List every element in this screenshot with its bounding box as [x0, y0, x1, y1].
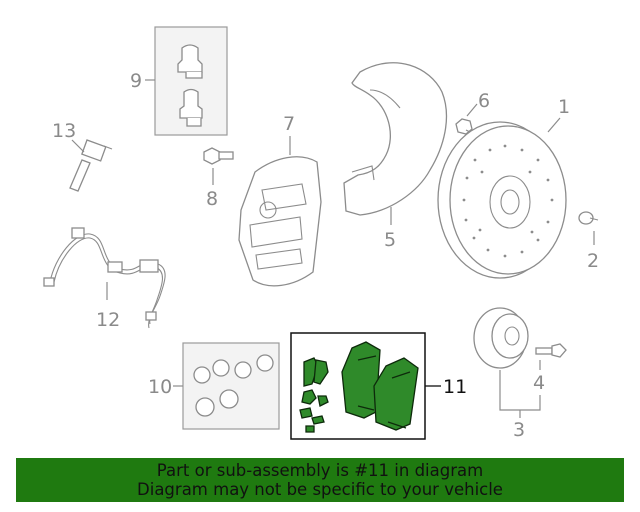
part-11-brake-pads[interactable]	[299, 341, 419, 433]
banner-line-2: Diagram may not be specific to your vehi…	[137, 480, 503, 499]
part-9-fittings[interactable]	[177, 44, 203, 127]
part-4-bolt[interactable]	[535, 343, 567, 358]
part-12-harness[interactable]	[43, 227, 166, 329]
part-3-hub[interactable]	[473, 307, 529, 369]
callout-2: 2	[587, 250, 599, 272]
callout-7: 7	[283, 113, 295, 135]
part-8-bolt[interactable]	[203, 147, 234, 165]
part-13-wear-sensor[interactable]	[69, 139, 113, 192]
banner-line-1: Part or sub-assembly is #11 in diagram	[156, 461, 484, 480]
part-7-caliper[interactable]	[238, 156, 322, 287]
callout-8: 8	[206, 188, 218, 210]
callout-13: 13	[52, 120, 76, 142]
callout-10: 10	[148, 376, 172, 398]
callout-11: 11	[443, 376, 467, 398]
callout-12: 12	[96, 309, 120, 331]
callout-6: 6	[478, 90, 490, 112]
part-1-rotor[interactable]	[437, 121, 567, 279]
part-5-dust-shield[interactable]	[343, 62, 448, 216]
callout-4: 4	[533, 372, 545, 394]
part-10-seals[interactable]	[193, 354, 274, 417]
part-2-screw[interactable]	[578, 211, 599, 225]
callout-3: 3	[513, 419, 525, 441]
info-banner: Part or sub-assembly is #11 in diagram D…	[16, 458, 624, 502]
parts-diagram: 9 13 8 12 7 5	[43, 26, 599, 441]
callout-9: 9	[130, 70, 142, 92]
callout-1: 1	[558, 96, 570, 118]
callout-5: 5	[384, 229, 396, 251]
